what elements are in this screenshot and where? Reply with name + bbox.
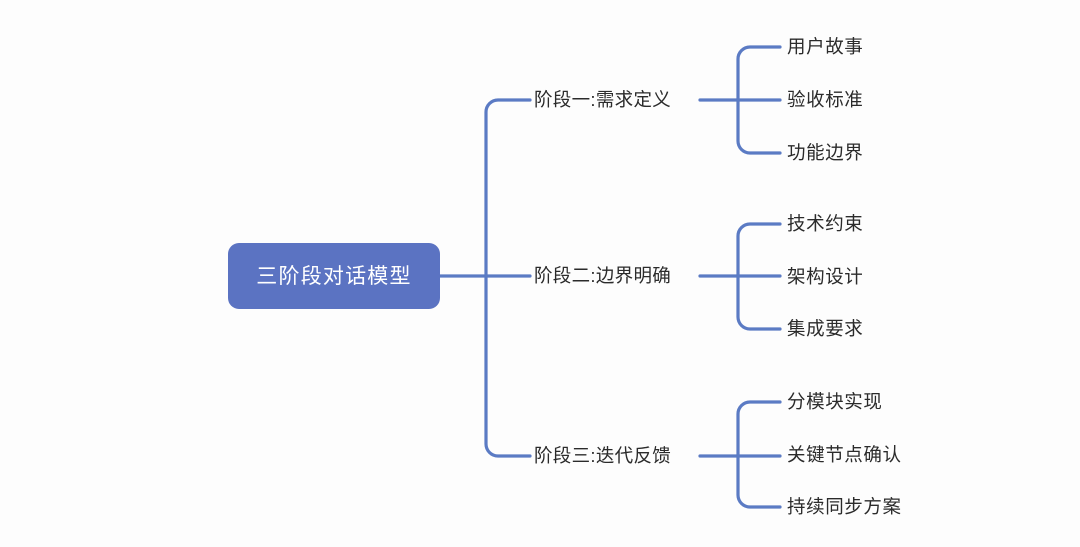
leaf-label-integration-requirements[interactable]: 集成要求 <box>787 317 864 339</box>
connector-branch-2-bracket <box>736 222 782 331</box>
leaf-label-technical-constraints[interactable]: 技术约束 <box>787 212 864 234</box>
connector-branch-3-bracket <box>736 400 782 509</box>
branch-label-stage-2[interactable]: 阶段二:边界明确 <box>534 264 672 286</box>
branch-label-stage-3[interactable]: 阶段三:迭代反馈 <box>534 444 672 466</box>
leaf-label-continuous-sync-plan[interactable]: 持续同步方案 <box>787 495 902 517</box>
central-node-label: 三阶段对话模型 <box>256 264 412 288</box>
central-node[interactable]: 三阶段对话模型 <box>228 243 440 309</box>
connector-trunk <box>484 98 532 458</box>
branch-label-stage-1[interactable]: 阶段一:需求定义 <box>534 88 672 110</box>
leaf-label-modular-implementation[interactable]: 分模块实现 <box>787 390 883 412</box>
leaf-label-acceptance-criteria[interactable]: 验收标准 <box>787 88 864 110</box>
leaf-label-feature-boundary[interactable]: 功能边界 <box>787 141 864 163</box>
leaf-label-user-story[interactable]: 用户故事 <box>787 35 864 57</box>
connector-branch-1-bracket <box>736 45 782 155</box>
leaf-label-architecture-design[interactable]: 架构设计 <box>787 265 864 287</box>
leaf-label-key-milestone-confirmation[interactable]: 关键节点确认 <box>787 443 902 465</box>
